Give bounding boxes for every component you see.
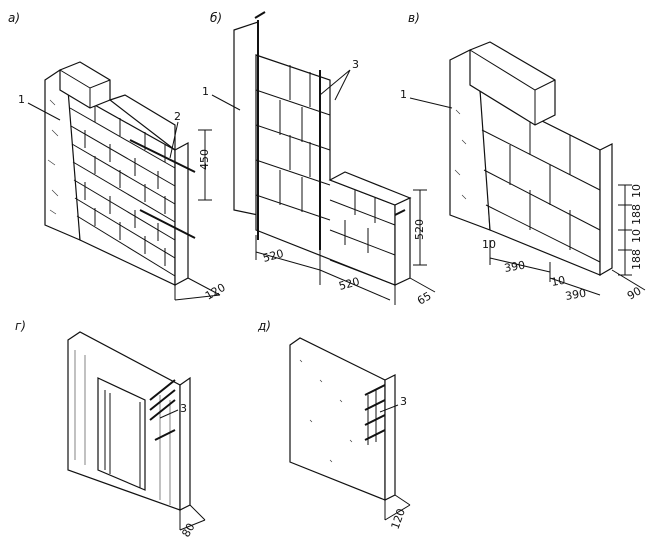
block-joints-b xyxy=(255,65,396,286)
callout-a2: 2 xyxy=(174,110,181,123)
panel-g-opening-panel: г) 3 80 xyxy=(15,319,206,540)
block-joints-v xyxy=(481,115,601,263)
panel-v-large-block-wall: в) 1 10 390 10 390 10 188 10 188 90 xyxy=(400,11,646,303)
panel-face-d xyxy=(289,337,386,501)
dim-v-width2: 390 xyxy=(564,287,587,303)
dim-v-gap2: 10 xyxy=(550,274,566,289)
reinforcement-bar-upper xyxy=(129,139,196,173)
panel-v-label: в) xyxy=(408,11,420,25)
dim-g-thickness: 80 xyxy=(179,521,197,540)
panel-a-brick-wall: а) 1 2 450 120 xyxy=(8,11,228,303)
brick-courses-a xyxy=(69,104,176,277)
dim-a-thickness: 120 xyxy=(203,281,228,303)
dim-b-thickness: 65 xyxy=(415,289,434,307)
plaster-layer-b xyxy=(233,21,259,216)
dim-b-width2: 520 xyxy=(337,275,361,293)
dim-v-h4: 188 xyxy=(630,249,643,270)
reinforcement-bar-lower xyxy=(139,209,196,239)
dim-v-width1: 390 xyxy=(503,259,526,275)
dim-a-height: 450 xyxy=(198,149,211,170)
dim-b-width1: 520 xyxy=(261,247,285,265)
callout-a1: 1 xyxy=(18,93,25,106)
callout-b3: 3 xyxy=(352,58,359,71)
callout-v1: 1 xyxy=(400,88,407,101)
dim-b-height: 520 xyxy=(413,219,426,240)
dim-d-thickness: 120 xyxy=(389,507,408,531)
panel-b-block-wall: б) 1 3 520 520 520 65 xyxy=(202,11,436,308)
dim-v-h3: 10 xyxy=(630,229,643,243)
dim-v-h2: 188 xyxy=(630,204,643,225)
panel-d-solid-panel: д) 3 120 xyxy=(257,319,411,531)
callout-g3: 3 xyxy=(180,402,187,415)
panel-a-label: а) xyxy=(8,11,20,25)
panel-b-label: б) xyxy=(210,11,222,25)
callout-b1: 1 xyxy=(202,85,209,98)
dim-v-h1: 10 xyxy=(630,184,643,198)
callout-d3: 3 xyxy=(400,395,407,408)
panel-d-label: д) xyxy=(257,319,271,333)
dim-v-gap1: 10 xyxy=(482,238,496,251)
panel-g-label: г) xyxy=(15,319,26,333)
dim-v-thickness: 90 xyxy=(625,284,644,302)
